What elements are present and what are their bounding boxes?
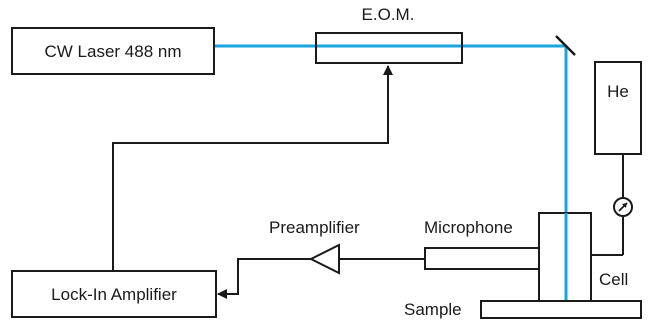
gauge-valve-icon xyxy=(613,197,633,217)
eom-label: E.O.M. xyxy=(362,5,415,24)
reference-wire xyxy=(112,65,393,271)
he-label: He xyxy=(607,82,629,101)
microphone xyxy=(424,247,540,270)
laser-label: CW Laser 488 nm xyxy=(45,42,182,61)
lockin-label: Lock-In Amplifier xyxy=(51,285,177,304)
cell-label: Cell xyxy=(599,270,628,289)
gas-line xyxy=(591,154,624,256)
sample-plate xyxy=(480,300,642,319)
he-cylinder xyxy=(594,61,642,155)
sample-label: Sample xyxy=(404,300,462,319)
mirror-icon xyxy=(555,35,576,56)
laser-box xyxy=(11,27,215,75)
triangle-amplifier-icon xyxy=(308,243,340,275)
preamplifier-label: Preamplifier xyxy=(269,218,360,237)
microphone-label: Microphone xyxy=(424,218,513,237)
eom-box xyxy=(315,32,463,64)
preamp-to-lockin-wire xyxy=(217,258,311,299)
